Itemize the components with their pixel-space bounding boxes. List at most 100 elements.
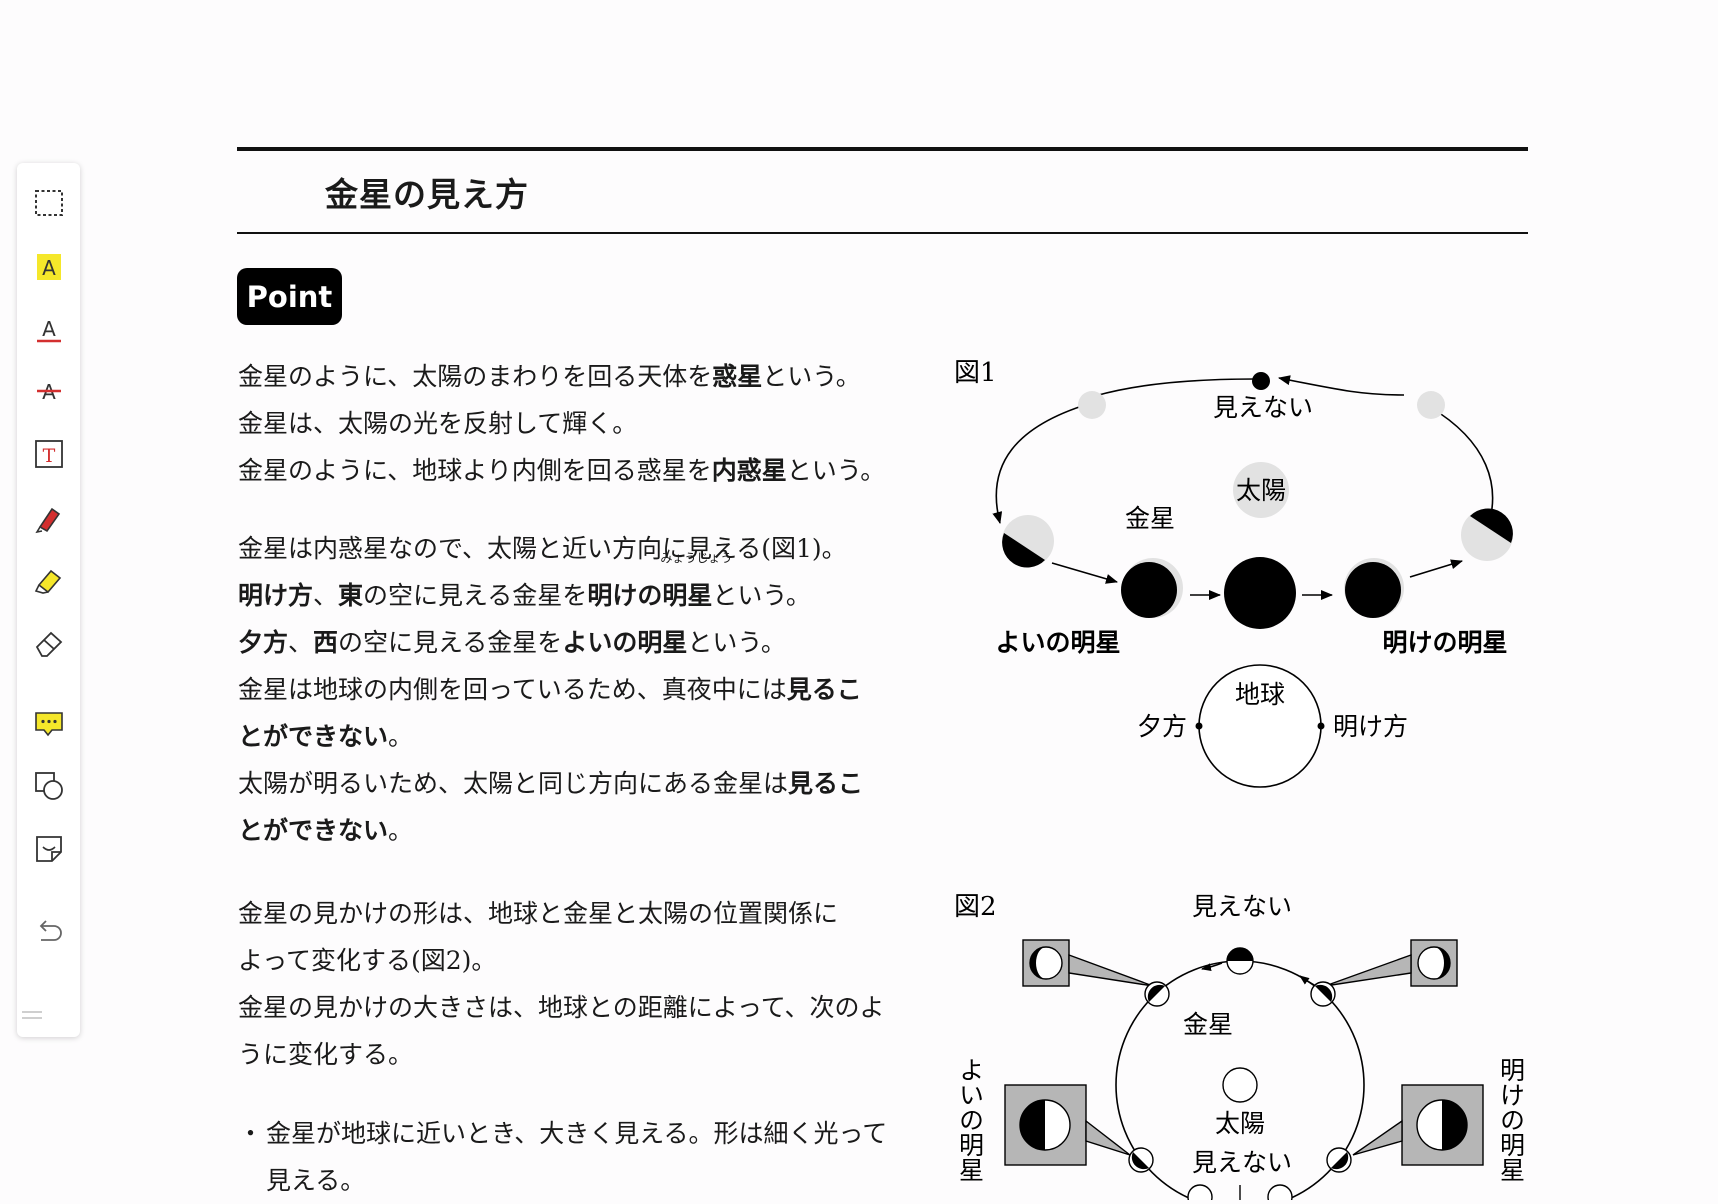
eraser-tool[interactable]	[29, 623, 69, 663]
phase-view-right-small-shadow	[1434, 947, 1450, 979]
title-rule-top	[237, 147, 1528, 151]
figure2-morning-star-label: 明けの明星	[1497, 1057, 1526, 1182]
text-line: 金星の見かけの形は、地球と金星と太陽の位置関係に	[238, 899, 839, 928]
venus-position-top-dark	[1227, 948, 1253, 961]
venus-position-lower-right-dark	[1331, 1152, 1349, 1170]
text-strikethrough-icon: A	[37, 380, 61, 404]
venus-new-phase	[1252, 372, 1270, 390]
shape-tool[interactable]	[29, 766, 69, 806]
highlighter-tool[interactable]	[29, 560, 69, 600]
highlight-text-tool[interactable]: A	[29, 247, 69, 287]
undo-tool[interactable]	[29, 911, 69, 951]
bullet-marker: ・	[238, 1119, 264, 1148]
venus-inferior-conjunction	[1224, 557, 1296, 629]
comment-icon	[35, 712, 63, 737]
shapes-icon	[35, 772, 63, 800]
text-line: 金星の見かけの大きさは、地球との距離によって、次のよ	[238, 993, 885, 1022]
dashed-rectangle-icon	[35, 190, 63, 216]
point-badge: Point	[237, 268, 342, 325]
orbit-arrow	[1094, 373, 1267, 397]
phase-view-left-small-shadow	[1030, 947, 1046, 979]
earth-morning-point	[1317, 722, 1325, 730]
pen-icon	[35, 507, 61, 534]
phase-beam-left-small	[1068, 953, 1154, 987]
figure1-label: 図1	[954, 358, 997, 388]
paragraph-venus-shape: 金星の見かけの形は、地球と金星と太陽の位置関係に よって変化する(図2)。 金星…	[238, 890, 885, 1078]
orbit-arrow	[1051, 562, 1118, 584]
text-line: とができない。	[238, 816, 414, 845]
toolbar-drag-handle[interactable]	[22, 1011, 42, 1023]
text-line: 金星は地球の内側を回っているため、真夜中には見るこ	[238, 675, 862, 704]
text-box-tool[interactable]: T	[29, 434, 69, 474]
text-line: 金星は、太陽の光を反射して輝く。	[238, 409, 638, 438]
venus-morning-lit	[1470, 508, 1513, 543]
underline-text-tool[interactable]: A	[29, 309, 69, 349]
sticker-icon	[36, 836, 62, 862]
svg-text:A: A	[42, 256, 56, 280]
phase-beam-left-large	[1085, 1119, 1131, 1156]
phase-view-left-large-shadow	[1020, 1100, 1045, 1150]
title-rule-bottom	[237, 232, 1528, 234]
figure2-evening-star-label: よいの明星	[956, 1057, 985, 1182]
figure1-morning-label: 明け方	[1333, 712, 1408, 741]
venus-position-bottom-right	[1267, 1184, 1293, 1200]
sun	[1233, 462, 1289, 518]
text-line: うに変化する。	[238, 1040, 414, 1069]
text-highlight-icon: A	[37, 254, 61, 280]
sun	[1222, 1067, 1258, 1103]
text-line: 夕方、西の空に見える金星をよいの明星という。	[238, 628, 786, 657]
text-underline-icon: A	[37, 317, 61, 343]
selection-tool[interactable]	[29, 183, 69, 223]
phase-beam-right-large	[1352, 1119, 1403, 1156]
figure1-earth-label: 地球	[1235, 680, 1285, 709]
venus-crescent-left-dark	[1121, 562, 1177, 618]
sticker-tool[interactable]	[29, 829, 69, 869]
figure2-venus-phase-diagram: 図2 見えない 金星 太陽 見えない よいの明星 明けの明星	[954, 892, 1526, 1200]
text-box-icon: T	[35, 440, 63, 468]
figure1-venus-orbit-diagram: 図1 見えない 太陽 金星 よいの明星 明けの明星 地球 夕方 明け方	[954, 358, 1513, 788]
annotation-toolbar: A A A T	[17, 163, 80, 1037]
venus-position-bottom-left	[1187, 1184, 1213, 1200]
phase-view-right-large-shadow	[1442, 1100, 1467, 1150]
venus-evening-lit	[1002, 533, 1045, 568]
text-line: ・金星が地球に近いとき、大きく見える。形は細く光って	[238, 1110, 887, 1157]
venus-position-upper-left-dark	[1147, 984, 1165, 1002]
earth-evening-point	[1195, 722, 1203, 730]
orbit-arrow	[1201, 962, 1223, 972]
figure1-morning-star-label: 明けの明星	[1382, 628, 1507, 657]
svg-text:T: T	[43, 445, 56, 467]
highlighter-icon	[34, 569, 62, 594]
figure2-invisible-bottom-label: 見えない	[1192, 1148, 1292, 1177]
text-line: 金星のように、地球より内側を回る惑星を内惑星という。	[238, 456, 886, 485]
orbit-arrow	[1409, 559, 1463, 578]
phase-beam-right-small	[1324, 954, 1412, 987]
text-line: 明け方、東の空に見える金星を明けのみょうじょう明星という。	[238, 551, 863, 619]
venus-crescent-right-dark	[1345, 562, 1401, 618]
undo-icon	[39, 920, 62, 941]
ruby-reading: みょうじょう	[660, 551, 733, 565]
venus-position-lower-left-dark	[1131, 1152, 1149, 1170]
pen-tool[interactable]	[29, 497, 69, 537]
ruby-term: みょうじょう明星	[660, 551, 733, 610]
page-title: 金星の見え方	[325, 175, 529, 214]
orbit-arrow	[1278, 375, 1405, 396]
eraser-icon	[35, 631, 63, 657]
venus-far-left	[1078, 391, 1106, 419]
figure1-venus-label: 金星	[1125, 504, 1175, 533]
comment-tool[interactable]	[29, 703, 69, 743]
text-line: 金星は内惑星なので、太陽と近い方向に見える(図1)。	[238, 534, 847, 563]
figure2-venus-label: 金星	[1183, 1010, 1233, 1039]
text-line: 見える。	[266, 1166, 366, 1195]
venus-far-right	[1417, 391, 1445, 419]
strikethrough-text-tool[interactable]: A	[29, 371, 69, 411]
svg-text:A: A	[42, 317, 56, 341]
venus-position-upper-right-dark	[1315, 984, 1333, 1002]
text-line: 金星のように、太陽のまわりを回る天体を惑星という。	[238, 362, 861, 391]
text-line: よって変化する(図2)。	[238, 946, 497, 975]
text-line: とができない。	[238, 722, 414, 751]
bullet-item: ・金星が地球に近いとき、大きく見える。形は細く光って 見える。	[238, 1110, 887, 1204]
text-line: 太陽が明るいため、太陽と同じ方向にある金星は見るこ	[238, 769, 864, 798]
paragraph-planet-definition: 金星のように、太陽のまわりを回る天体を惑星という。 金星は、太陽の光を反射して輝…	[238, 353, 885, 494]
figure1-evening-star-label: よいの明星	[995, 628, 1120, 657]
figure2-sun-label: 太陽	[1215, 1109, 1265, 1138]
